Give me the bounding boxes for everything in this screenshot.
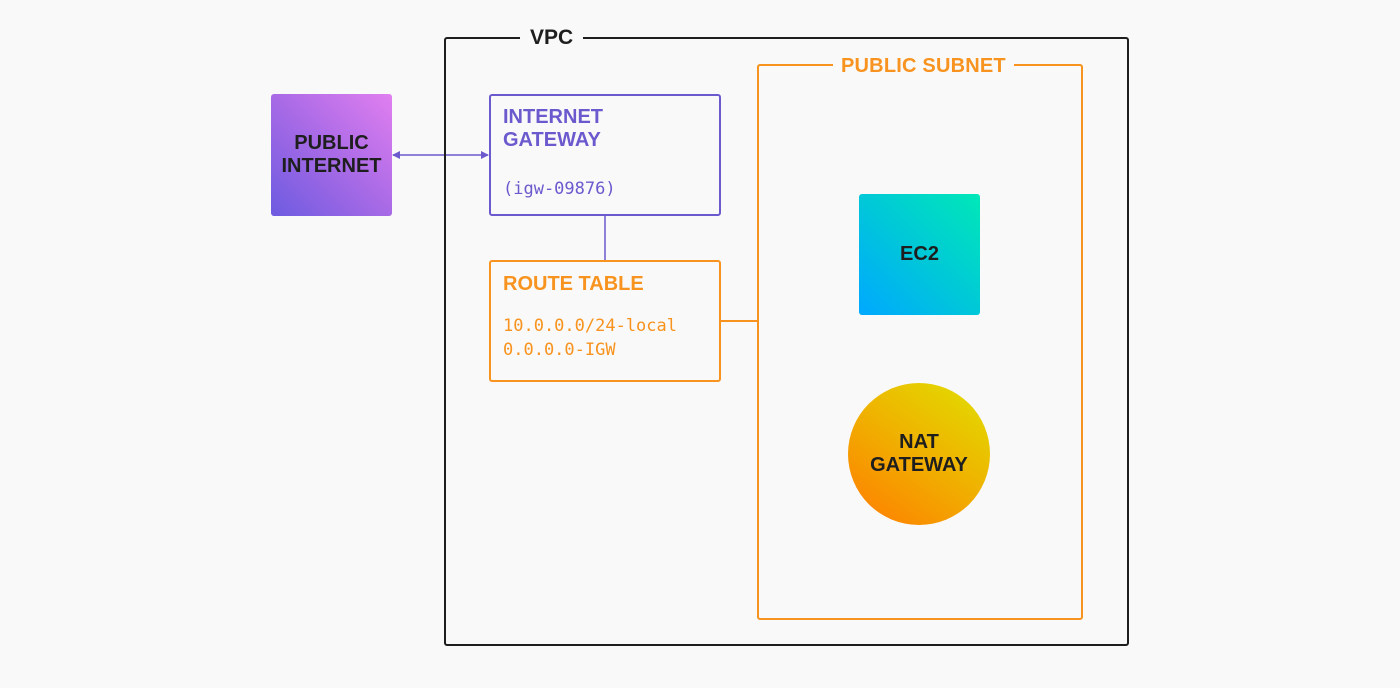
public-subnet-container [757,64,1083,620]
public-internet-label: PUBLIC INTERNET [281,132,382,177]
route-table-routes: 10.0.0.0/24-local 0.0.0.0-IGW [503,314,707,362]
route-table-node: ROUTE TABLE 10.0.0.0/24-local 0.0.0.0-IG… [489,260,721,382]
ec2-label: EC2 [900,243,939,265]
route-entry: 0.0.0.0-IGW [503,340,616,360]
internet-gateway-id: (igw-09876) [503,179,616,199]
route-entry: 10.0.0.0/24-local [503,316,677,336]
vpc-container [444,37,1129,646]
vpc-label: VPC [520,26,584,50]
route-table-title: ROUTE TABLE [503,273,644,295]
ec2-node: EC2 [859,194,980,315]
public-subnet-label: PUBLIC SUBNET [833,54,1014,78]
public-internet-node: PUBLIC INTERNET [271,94,392,216]
nat-gateway-label: NAT GATEWAY [870,431,968,476]
internet-gateway-title: INTERNET GATEWAY [503,106,603,151]
internet-gateway-node: INTERNET GATEWAY (igw-09876) [489,94,721,216]
nat-gateway-node: NAT GATEWAY [848,383,990,525]
